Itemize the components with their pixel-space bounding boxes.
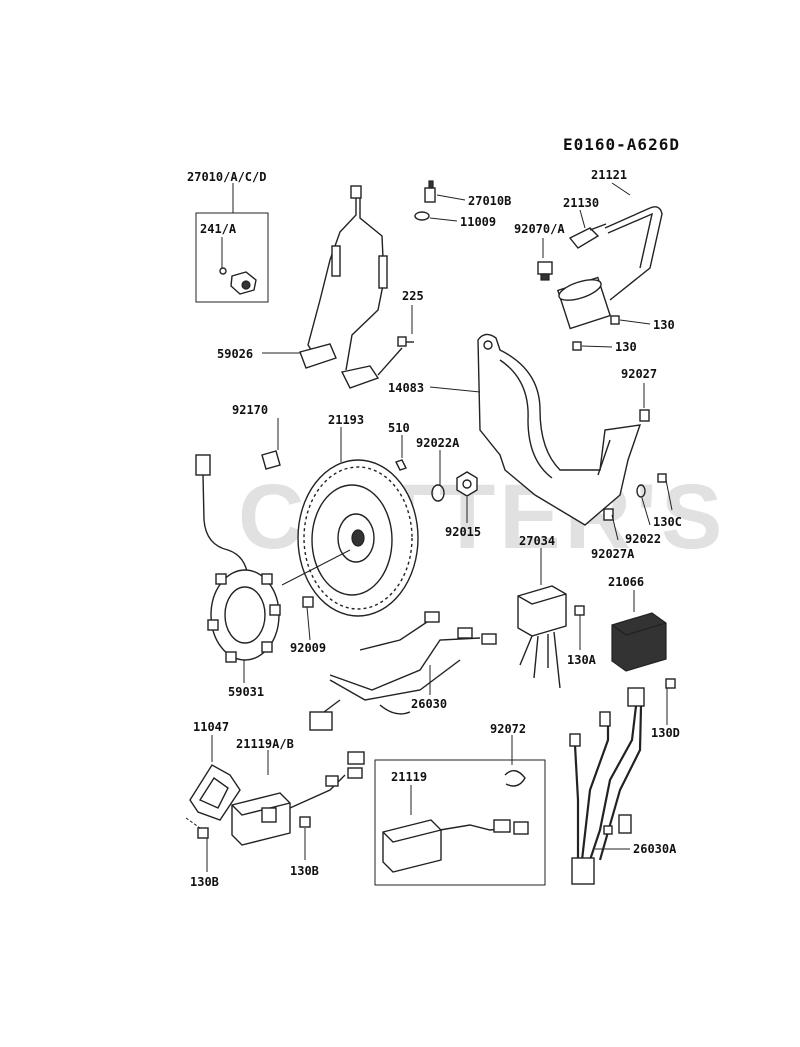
- label-27034: 27034: [519, 534, 555, 548]
- stator-59031-part[interactable]: [195, 454, 281, 683]
- plug-cap-21130-part[interactable]: [568, 209, 607, 249]
- ignition-coil-21121-part[interactable]: [556, 182, 663, 330]
- label-21121: 21121: [591, 168, 627, 182]
- label-21119: 21119: [391, 770, 427, 784]
- label-130b-right: 130B: [290, 864, 319, 878]
- label-27010: 27010/A/C/D: [187, 170, 266, 184]
- oil-pressure-switch-part[interactable]: [219, 267, 257, 295]
- label-92070: 92070/A: [514, 222, 565, 236]
- spark-plug-27010b-part[interactable]: [424, 180, 466, 203]
- bracket-11047-part[interactable]: [189, 735, 241, 821]
- collar-92027-part[interactable]: [639, 383, 650, 422]
- label-130c: 130C: [653, 515, 682, 529]
- label-21119ab: 21119A/B: [236, 737, 294, 751]
- bolt-130-mid-part[interactable]: [572, 341, 613, 351]
- bolt-130-top-part[interactable]: [610, 315, 651, 325]
- label-241: 241/A: [200, 222, 237, 236]
- bolt-130b-right-part[interactable]: [299, 816, 311, 860]
- label-92027a: 92027A: [591, 547, 635, 561]
- diagram-code: E0160-A626D: [563, 135, 680, 154]
- clamp-92072-part[interactable]: [504, 735, 526, 787]
- label-21193: 21193: [328, 413, 364, 427]
- bolt-130a-part[interactable]: [574, 605, 585, 650]
- harness-26030a-part[interactable]: [569, 687, 645, 885]
- charge-unit-21119-part[interactable]: [382, 785, 529, 873]
- bolt-130c-part[interactable]: [657, 473, 673, 511]
- label-21130: 21130: [563, 196, 599, 210]
- collar-92027a-part[interactable]: [603, 508, 619, 541]
- label-92015: 92015: [445, 525, 481, 539]
- label-92072: 92072: [490, 722, 526, 736]
- bolt-130d-part[interactable]: [665, 678, 676, 725]
- harness-26030-part[interactable]: [309, 611, 497, 731]
- label-26030a: 26030A: [633, 842, 677, 856]
- bolt-92009-part[interactable]: [302, 596, 314, 641]
- regulator-21066-part[interactable]: [611, 590, 667, 672]
- rectifier-27034-part[interactable]: [517, 548, 567, 689]
- label-130b-left: 130B: [190, 875, 219, 889]
- label-59026: 59026: [217, 347, 253, 361]
- oil-switch-group: [195, 183, 269, 303]
- label-14083: 14083: [388, 381, 424, 395]
- flywheel-cover-14083-part[interactable]: [429, 333, 642, 526]
- label-510: 510: [388, 421, 410, 435]
- flywheel-21193-part[interactable]: [297, 427, 419, 617]
- harness-59026-part[interactable]: [299, 185, 403, 389]
- label-92170: 92170: [232, 403, 268, 417]
- label-130-top: 130: [653, 318, 675, 332]
- label-26030: 26030: [411, 697, 447, 711]
- key-510-part[interactable]: [395, 435, 407, 471]
- bolt-130b-left-part[interactable]: [185, 817, 209, 872]
- nut-92015-part[interactable]: [456, 471, 478, 523]
- clip-92170-part[interactable]: [261, 418, 281, 470]
- bolt-225-part[interactable]: [397, 336, 414, 347]
- label-130d: 130D: [651, 726, 680, 740]
- label-130-mid: 130: [615, 340, 637, 354]
- label-92027: 92027: [621, 367, 657, 381]
- terminal-92070-part[interactable]: [537, 238, 553, 281]
- inset-box-21119: [374, 759, 546, 886]
- washer-92022a-part[interactable]: [431, 450, 445, 502]
- label-11047: 11047: [193, 720, 229, 734]
- label-92022a: 92022A: [416, 436, 460, 450]
- charge-unit-21119ab-part[interactable]: [231, 750, 365, 846]
- label-11009: 11009: [460, 215, 496, 229]
- label-27010b: 27010B: [468, 194, 511, 208]
- label-21066: 21066: [608, 575, 644, 589]
- ring-11009-part[interactable]: [414, 211, 458, 222]
- washer-92022-part[interactable]: [636, 484, 651, 526]
- label-225: 225: [402, 289, 424, 303]
- label-130a: 130A: [567, 653, 597, 667]
- label-92022: 92022: [625, 532, 661, 546]
- label-92009: 92009: [290, 641, 326, 655]
- label-59031: 59031: [228, 685, 264, 699]
